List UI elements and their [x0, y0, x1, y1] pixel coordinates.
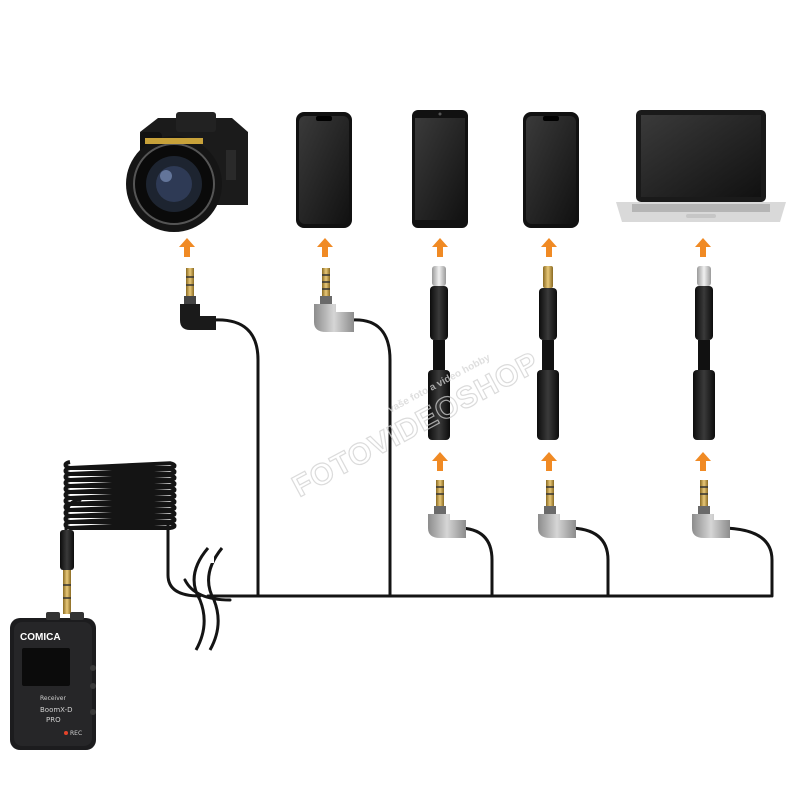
break-mark: [192, 547, 224, 651]
receiver-trs-plug: [60, 530, 74, 614]
arrow-up-icon: [432, 452, 448, 471]
arrow-up-icon: [179, 238, 195, 257]
receiver-button-icon[interactable]: [90, 709, 96, 715]
phone-trrs-plug: [314, 268, 354, 332]
receiver-model-line1: BoomX-D: [40, 706, 73, 714]
iphone: [523, 112, 579, 228]
arrow-up-icon: [695, 452, 711, 471]
laptop: [616, 110, 786, 222]
receiver-model-line2: PRO: [46, 716, 61, 724]
rec-indicator-icon: [64, 731, 68, 735]
usb-c-adapter-2: [693, 266, 715, 440]
android-phone: [412, 110, 468, 228]
arrow-up-icon: [695, 238, 711, 257]
receiver-button-icon[interactable]: [90, 683, 96, 689]
arrow-group: [179, 238, 711, 471]
lightning-adapter: [537, 266, 559, 440]
arrow-up-icon: [541, 238, 557, 257]
dslr-camera: [126, 112, 248, 232]
usb-c-adapter-1: [428, 266, 450, 440]
arrow-up-icon: [317, 238, 333, 257]
arrow-up-icon: [432, 238, 448, 257]
watermark-text: FOTOVIDEOSHOP: [287, 346, 545, 504]
receiver-rec-label: REC: [70, 730, 82, 737]
smartphone-notch-1: [296, 112, 352, 228]
watermark: FOTOVIDEOSHOP vaše foto a video hobby: [286, 345, 545, 504]
camera-trs-plug: [180, 268, 216, 330]
adapter-trrs-plug-1: [428, 480, 466, 538]
adapter-trrs-plug-3: [692, 480, 730, 538]
arrow-up-icon: [541, 452, 557, 471]
receiver-brand: COMICA: [20, 632, 61, 643]
receiver-screen: [22, 648, 70, 686]
cable-network: [64, 318, 774, 602]
receiver-button-icon[interactable]: [90, 665, 96, 671]
adapter-trrs-plug-2: [538, 480, 576, 538]
receiver-unit: COMICA Receiver BoomX-D PRO REC: [10, 612, 96, 750]
coiled-cable: [63, 460, 177, 531]
receiver-screen-label: Receiver: [40, 695, 66, 702]
